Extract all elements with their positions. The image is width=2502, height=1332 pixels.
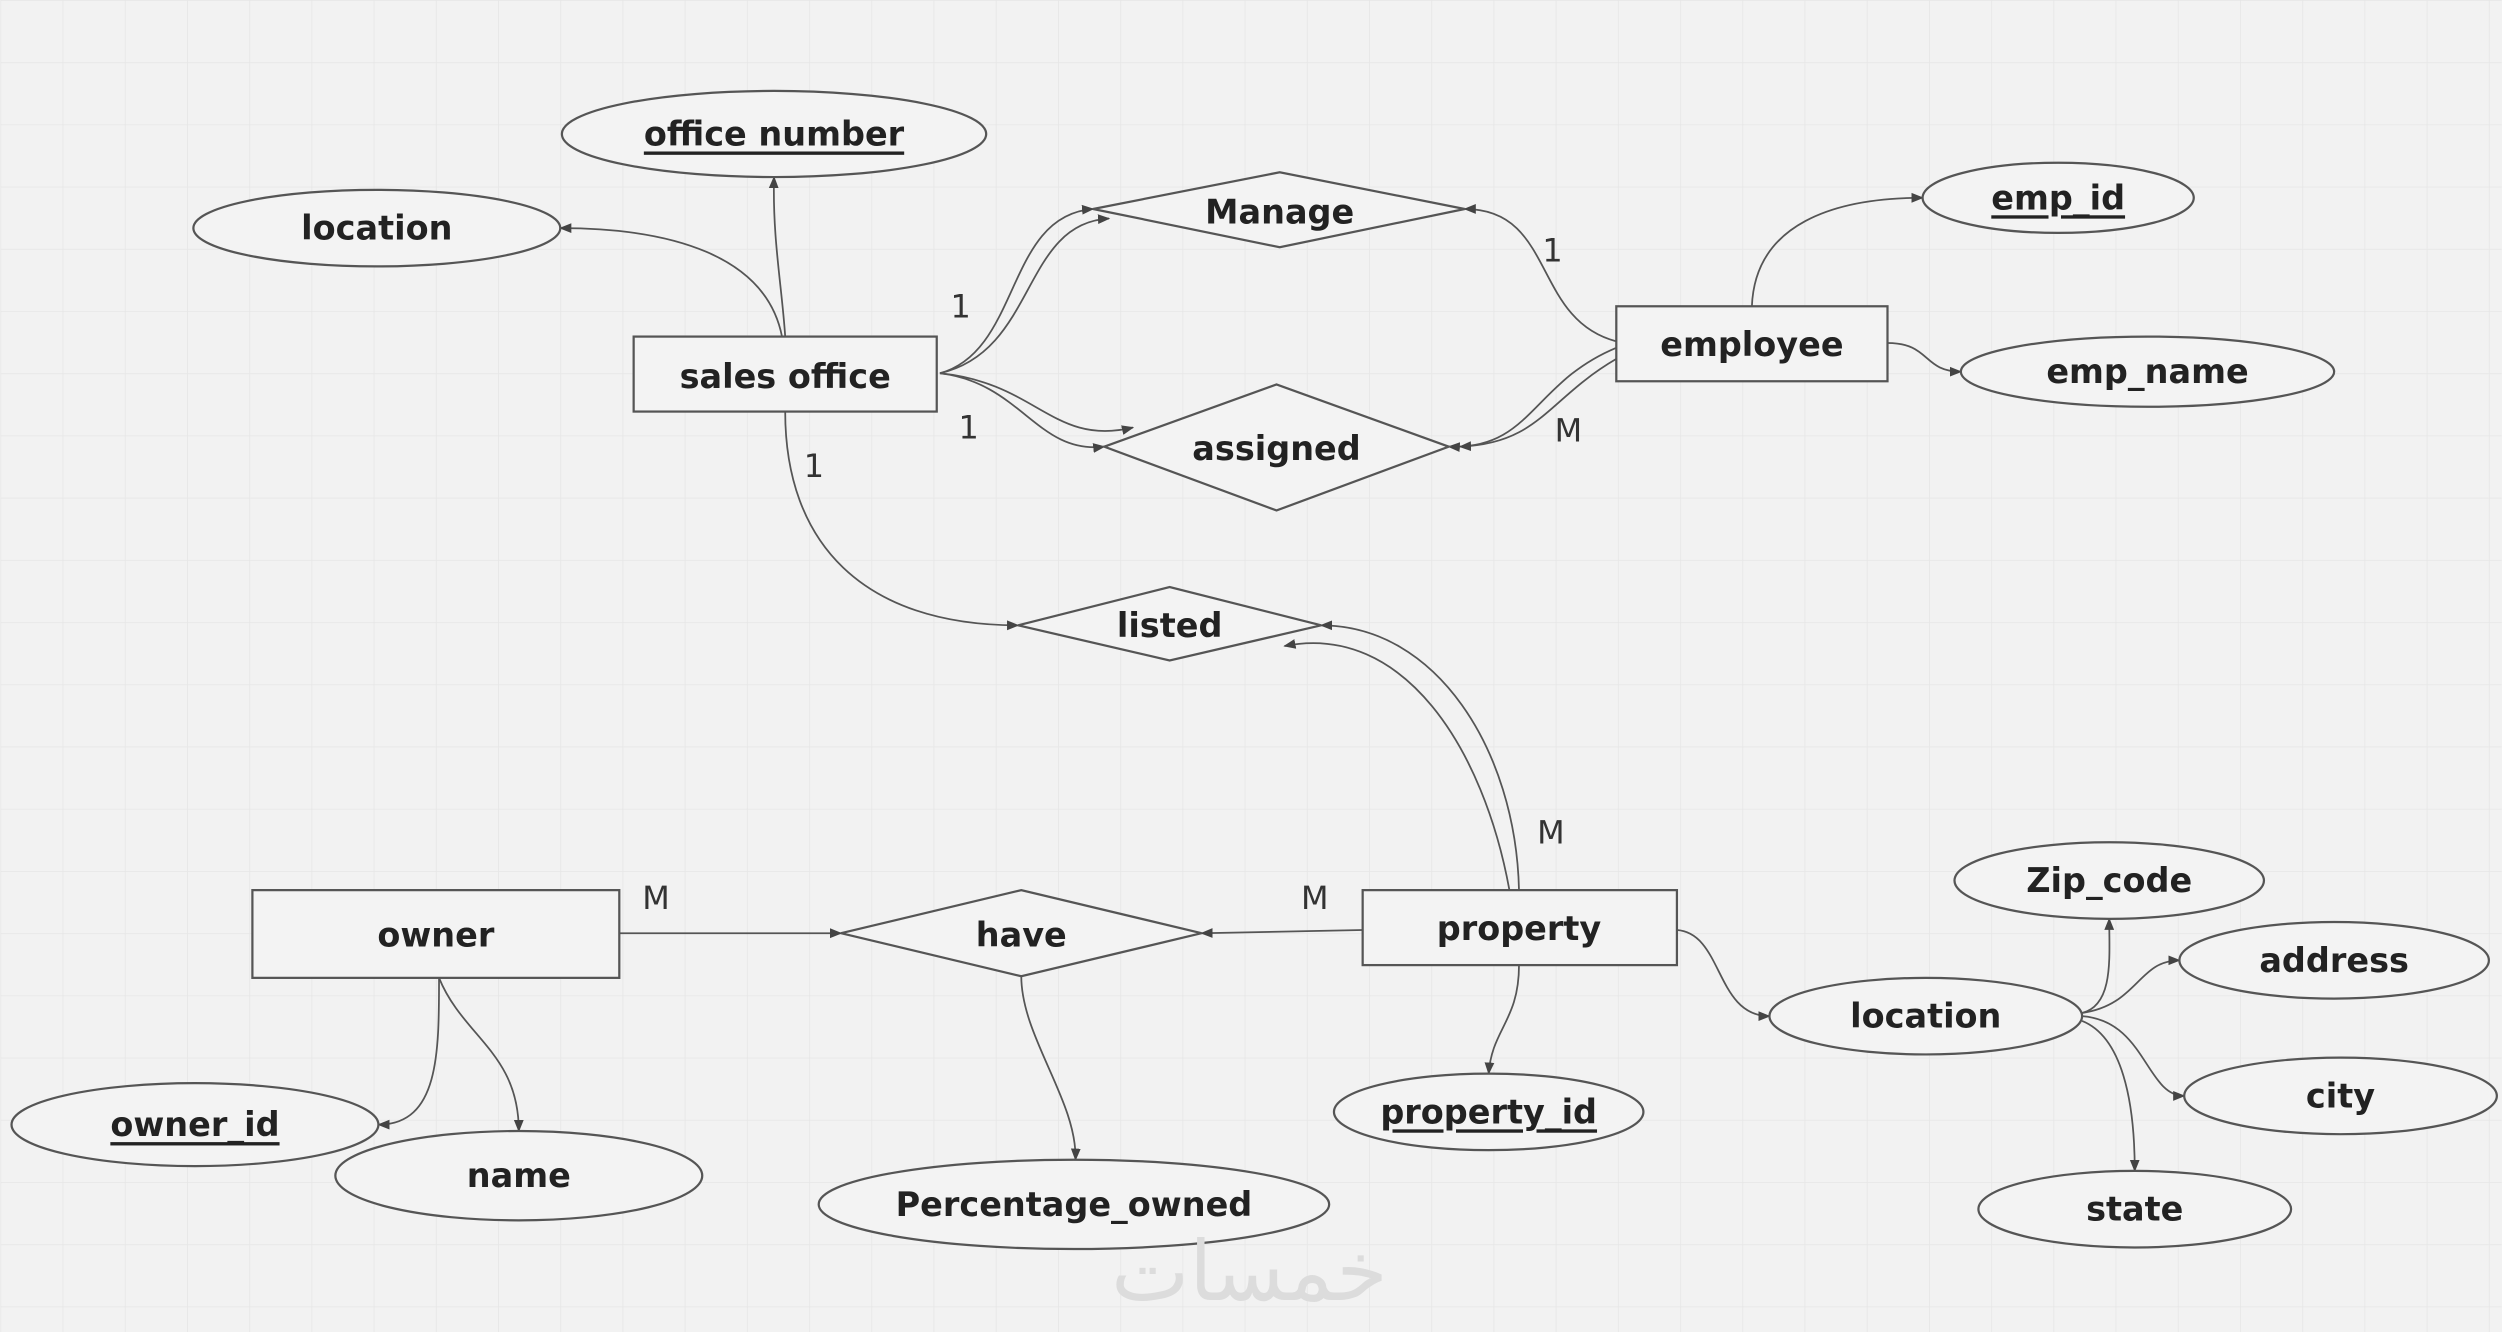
cardinality-listed-property: M [1537,814,1565,852]
attribute-label: emp_name [2046,352,2248,391]
entity-label: property [1437,909,1602,948]
cardinality-labels: 1 1 1 M 1 M M M [642,231,1582,917]
entity-label: employee [1660,325,1843,364]
cardinality-manage-employee: 1 [1542,231,1562,269]
relationship-listed[interactable]: listed [1017,585,1322,662]
attribute-label: office number [644,114,905,153]
attribute-address[interactable]: address [2178,920,2490,1000]
relationship-manage[interactable]: Manage [1092,171,1465,249]
relationship-label: have [976,915,1067,954]
attribute-property-id[interactable]: property_id [1332,1072,1645,1152]
cardinality-listed-office: 1 [804,447,824,485]
attribute-office-location[interactable]: location [192,188,562,268]
attribute-label: state [2086,1190,2183,1229]
attribute-label: address [2259,941,2409,980]
relationship-have[interactable]: have [840,888,1202,978]
entity-employee[interactable]: employee [1615,305,1889,383]
attribute-emp-name[interactable]: emp_name [1959,335,2336,408]
attribute-label: location [1850,997,2001,1036]
cardinality-have-owner: M [642,879,670,917]
attribute-owner-name[interactable]: name [334,1129,704,1222]
relationship-label: Manage [1205,193,1354,232]
entity-sales-office[interactable]: sales office [632,335,938,413]
cardinality-have-property: M [1301,879,1329,917]
attribute-property-location[interactable]: location [1768,976,2084,1056]
attribute-zip-code[interactable]: Zip_code [1953,841,2266,920]
cardinality-manage-office: 1 [951,287,971,325]
attribute-label: name [467,1156,571,1195]
attribute-label: emp_id [1991,178,2125,217]
cardinality-assigned-office: 1 [958,409,978,447]
relationship-label: listed [1117,606,1223,645]
entity-label: sales office [680,357,891,396]
edges [377,175,2186,1173]
attribute-label: location [301,209,452,248]
attribute-city[interactable]: city [2183,1056,2498,1136]
cardinality-assigned-employee: M [1555,412,1583,450]
attribute-label: owner_id [110,1105,279,1144]
attribute-office-number[interactable]: office number [560,89,988,179]
entity-property[interactable]: property [1361,889,1679,967]
attribute-label: city [2306,1076,2375,1115]
relationship-assigned[interactable]: assigned [1100,383,1453,512]
attribute-label: Zip_code [2026,861,2192,900]
attribute-percentage-owned[interactable]: Percentage_owned [817,1158,1331,1251]
attribute-owner-id[interactable]: owner_id [10,1082,380,1168]
attribute-label: Percentage_owned [896,1185,1253,1224]
entity-owner[interactable]: owner [251,889,621,979]
watermark: خمسات [1111,1223,1388,1320]
attribute-state[interactable]: state [1977,1169,2293,1249]
relationship-label: assigned [1192,429,1360,468]
entity-label: owner [377,915,494,954]
attribute-label: property_id [1380,1092,1597,1131]
attribute-emp-id[interactable]: emp_id [1921,161,2195,235]
